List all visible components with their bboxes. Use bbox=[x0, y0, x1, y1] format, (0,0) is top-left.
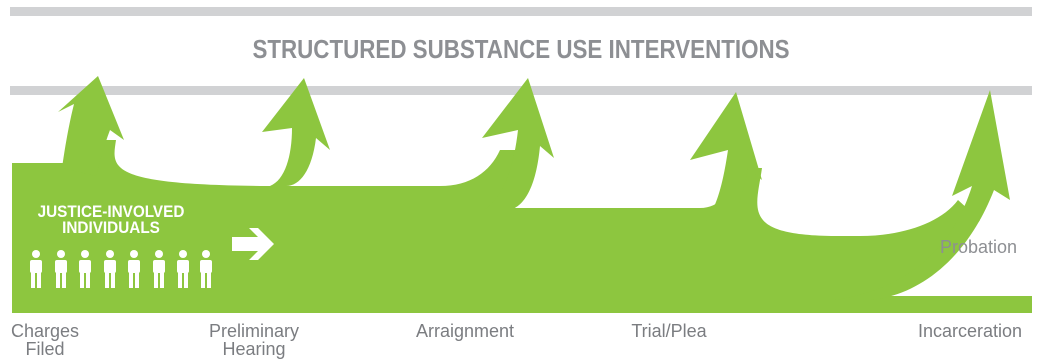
stage-line2: Hearing bbox=[222, 339, 286, 359]
right-arrow-icon bbox=[232, 228, 274, 260]
person-icon bbox=[30, 250, 42, 288]
stage-charges-filed: Charges Filed bbox=[2, 322, 88, 358]
people-icons bbox=[30, 250, 212, 288]
person-icon bbox=[79, 250, 91, 288]
stage-line2: Filed bbox=[25, 339, 65, 359]
stage-arraignment: Arraignment bbox=[400, 322, 530, 340]
stage-line1: Arraignment bbox=[415, 321, 515, 341]
person-icon bbox=[104, 250, 116, 288]
stage-trial-plea: Trial/Plea bbox=[614, 322, 724, 340]
top-divider bbox=[10, 7, 1032, 16]
branch-arrow-probation bbox=[835, 90, 1010, 300]
branch-arrow-preliminary-hearing bbox=[262, 78, 330, 186]
branch-arrow-trial-plea bbox=[690, 92, 762, 236]
stage-incarceration: Incarceration bbox=[900, 322, 1040, 340]
person-icon bbox=[128, 250, 140, 288]
justice-involved-label: JUSTICE-INVOLVED INDIVIDUALS bbox=[30, 202, 192, 237]
branch-arrow-charges-filed bbox=[58, 76, 124, 176]
probation-label: Probation bbox=[940, 237, 1018, 257]
stage-line1: Trial/Plea bbox=[631, 321, 707, 341]
branch-arrow-arraignment bbox=[482, 78, 554, 210]
group-label-line1: JUSTICE-INVOLVED bbox=[37, 202, 185, 221]
group-label-line2: INDIVIDUALS bbox=[62, 218, 160, 237]
person-icon bbox=[153, 250, 165, 288]
stage-line1: Incarceration bbox=[917, 321, 1023, 341]
stage-preliminary-hearing: Preliminary Hearing bbox=[192, 322, 316, 358]
interventions-title: STRUCTURED SUBSTANCE USE INTERVENTIONS bbox=[252, 34, 790, 64]
person-icon bbox=[200, 250, 212, 288]
person-icon bbox=[55, 250, 67, 288]
stage-line1: Charges bbox=[10, 321, 80, 341]
person-icon bbox=[177, 250, 189, 288]
main-flow-band bbox=[12, 140, 1032, 313]
stage-line1: Preliminary bbox=[208, 321, 300, 341]
